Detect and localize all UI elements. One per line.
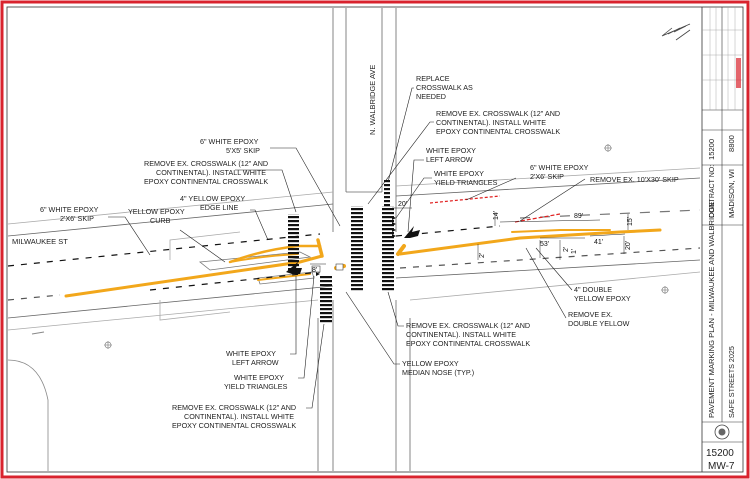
city-seal-inner <box>718 428 726 436</box>
crosswalk-south <box>320 276 332 324</box>
contract-label: CONTRACT NO: <box>709 165 716 218</box>
project-number-vertical: 15200 <box>707 139 716 160</box>
dim-20-east: 20' <box>625 241 632 250</box>
dim-89: 89' <box>574 213 583 220</box>
callout-remove-skip: REMOVE EX. 10'X30' SKIP <box>590 175 679 184</box>
dimension-lines <box>310 207 629 265</box>
remove-markings <box>429 195 561 223</box>
crosswalk-east <box>382 206 394 292</box>
project-name: SAFE STREETS 2025 <box>727 346 736 418</box>
title-block: PAVEMENT MARKING PLAN - MILWAUKEE AND WA… <box>701 7 743 472</box>
inner-border <box>6 6 744 473</box>
dim-2-west: 2' <box>479 253 486 258</box>
dim-41: 41' <box>594 239 603 246</box>
milwaukee-st-label: MILWAUKEE ST <box>12 237 68 246</box>
sheet-number: MW-7 <box>708 461 735 472</box>
dim-1: 1' <box>571 249 578 254</box>
city-seal-icon <box>714 424 730 440</box>
contract-number: 8800 <box>727 135 736 152</box>
dim-53: 53' <box>540 241 549 248</box>
north-arrow-icon <box>661 23 691 41</box>
dim-2-east: 2' <box>563 247 570 252</box>
walbridge-ave-label: N. WALBRIDGE AVE <box>368 65 377 135</box>
dim-14: 14' <box>493 211 500 220</box>
road-edges <box>7 8 701 471</box>
dim-8: 8' <box>312 267 317 274</box>
median-island-west <box>198 251 312 271</box>
dim-15: 15' <box>627 217 634 226</box>
crosswalk-north-stub <box>384 180 390 210</box>
dimension-labels: 20' 14' 89' 15' 53' 41' 20' 2' 1' 2' 8' <box>312 201 634 274</box>
left-arrow-south-icon <box>286 262 302 274</box>
crosswalk-west <box>288 214 299 272</box>
lane-markers <box>311 263 344 273</box>
city-label: MADISON, WI <box>727 169 736 218</box>
sheet-project-number: 15200 <box>706 448 734 459</box>
light-pole-icons <box>104 144 669 349</box>
sign-symbol <box>31 331 45 335</box>
dim-20-north: 20' <box>398 201 407 208</box>
callout-remove-double-yellow: REMOVE EX.DOUBLE YELLOW <box>568 310 630 328</box>
crosswalk-north-west-leg <box>351 206 363 292</box>
sheet-title: PAVEMENT MARKING PLAN - MILWAUKEE AND WA… <box>707 201 716 418</box>
left-arrow-north-icon <box>404 226 420 238</box>
